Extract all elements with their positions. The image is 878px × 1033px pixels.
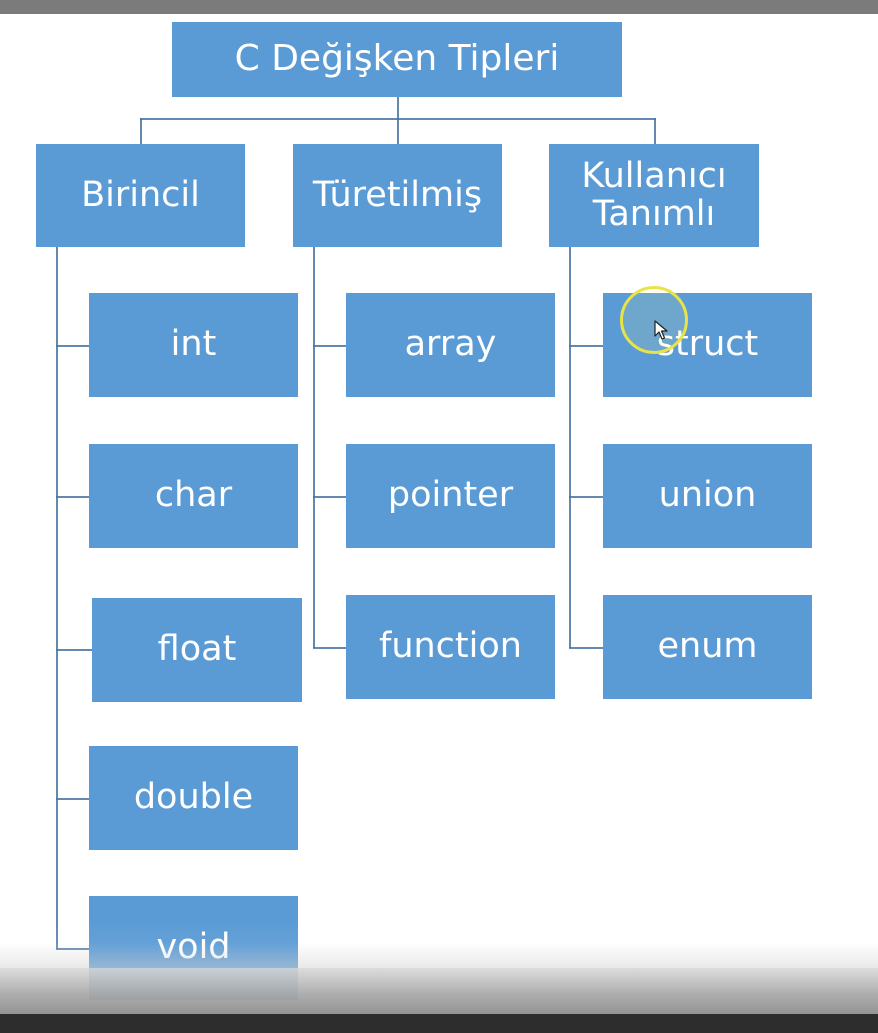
type-label: char bbox=[154, 475, 233, 516]
type-label: float bbox=[157, 629, 237, 670]
type-label: function bbox=[379, 626, 522, 667]
branch-kullanici bbox=[654, 118, 656, 144]
tick-int bbox=[56, 345, 89, 347]
tick-enum bbox=[569, 647, 603, 649]
type-label: pointer bbox=[387, 475, 514, 516]
bottom-band bbox=[0, 968, 878, 1016]
type-label: void bbox=[156, 927, 231, 968]
bottom-bar bbox=[0, 1014, 878, 1033]
root-label: C Değişken Tipleri bbox=[234, 38, 560, 80]
type-label: double bbox=[133, 777, 254, 818]
tick-array bbox=[313, 345, 346, 347]
type-node-function: function bbox=[346, 595, 555, 699]
category-kullanici-tanimli: Kullanıcı Tanımlı bbox=[549, 144, 759, 247]
tick-double bbox=[56, 798, 89, 800]
top-strip bbox=[0, 0, 878, 14]
type-node-int: int bbox=[89, 293, 298, 397]
cursor-highlight bbox=[620, 286, 688, 354]
root-node: C Değişken Tipleri bbox=[172, 22, 622, 97]
type-node-array: array bbox=[346, 293, 555, 397]
type-node-char: char bbox=[89, 444, 298, 548]
tick-char bbox=[56, 496, 89, 498]
root-stem bbox=[397, 97, 399, 119]
vline-kullanici bbox=[569, 247, 571, 648]
type-label: union bbox=[658, 475, 757, 516]
branch-birincil bbox=[140, 118, 142, 144]
tick-void bbox=[56, 948, 89, 950]
category-turetilmis: Türetilmiş bbox=[293, 144, 502, 247]
type-node-double: double bbox=[89, 746, 298, 850]
tick-union bbox=[569, 496, 603, 498]
tick-float bbox=[56, 649, 92, 651]
branch-turetilmis bbox=[397, 118, 399, 144]
tick-function bbox=[313, 647, 346, 649]
type-label: int bbox=[170, 324, 217, 365]
vline-birincil bbox=[56, 247, 58, 949]
type-node-union: union bbox=[603, 444, 812, 548]
tick-struct bbox=[569, 345, 603, 347]
type-label: array bbox=[404, 324, 497, 365]
category-birincil: Birincil bbox=[36, 144, 245, 247]
mouse-pointer-icon bbox=[654, 320, 668, 340]
type-label: enum bbox=[657, 626, 758, 667]
category-label: Kullanıcı Tanımlı bbox=[581, 155, 727, 234]
category-label: Birincil bbox=[81, 174, 200, 215]
vline-turetilmis bbox=[313, 247, 315, 648]
type-node-enum: enum bbox=[603, 595, 812, 699]
tick-pointer bbox=[313, 496, 346, 498]
category-label: Türetilmiş bbox=[312, 174, 483, 215]
slide: C Değişken Tipleri Birincil Türetilmiş K… bbox=[0, 14, 878, 1033]
type-node-float: float bbox=[92, 598, 302, 702]
type-node-pointer: pointer bbox=[346, 444, 555, 548]
